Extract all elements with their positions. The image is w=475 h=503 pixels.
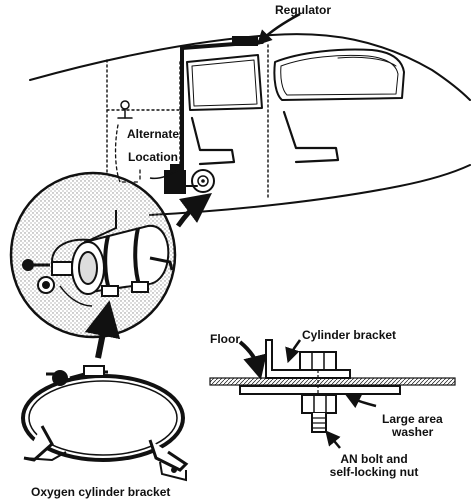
aircraft-fuselage: [29, 33, 471, 216]
pointer-arrow-to-inset: [84, 300, 121, 359]
an-bolt-line1: AN bolt and: [340, 452, 408, 466]
large-area-washer-line2: washer: [392, 425, 434, 439]
an-bolt-label: AN bolt and self-locking nut: [318, 453, 430, 479]
regulator-leader-arrow: [256, 12, 301, 46]
large-area-washer-line1: Large area: [382, 412, 443, 426]
alternate-location-line1: Alternate: [126, 127, 179, 141]
alternate-location-label: Alternate Location: [118, 128, 188, 164]
floor-label: Floor: [210, 332, 240, 346]
pointer-arrow-to-fuselage: [175, 192, 212, 228]
regulator-label: Regulator: [275, 3, 332, 17]
oxygen-cylinder-bracket-label: Oxygen cylinder bracket: [31, 485, 171, 499]
detail-magnifier-inset: [9, 169, 179, 339]
floor-section-leaders: [238, 339, 377, 449]
alternate-location-line2: Location: [128, 150, 178, 164]
large-area-washer-label: Large area washer: [382, 413, 443, 439]
cylinder-bracket-label: Cylinder bracket: [302, 328, 397, 342]
an-bolt-line2: self-locking nut: [329, 465, 419, 479]
oxygen-cylinder-bracket-drawing: [21, 365, 189, 482]
floor-mounting-section: [209, 339, 456, 433]
